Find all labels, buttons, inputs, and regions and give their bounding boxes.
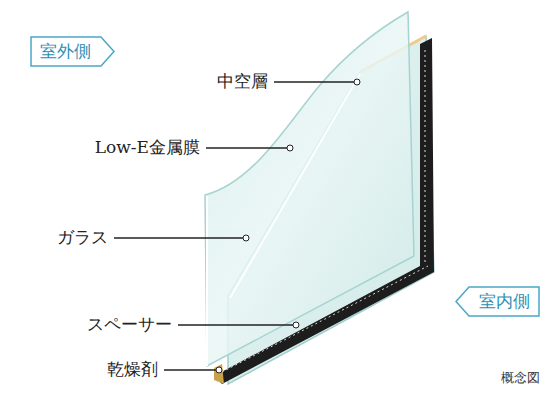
part-label: Low-E金属膜 [95, 137, 200, 157]
tag-shape [456, 287, 539, 316]
part-label: 中空層 [217, 71, 268, 91]
leader-dot [354, 79, 360, 85]
figure-note: 概念図 [501, 370, 540, 386]
leader-line [164, 369, 216, 371]
location-tag: 室外側 [30, 36, 115, 67]
part-label: 乾燥剤 [107, 359, 158, 379]
leader-dot [216, 367, 222, 373]
spacer-dots [425, 50, 426, 262]
lowe-edge [230, 74, 360, 298]
leader-dot [243, 235, 249, 241]
tag-text: 室外側 [40, 41, 91, 61]
tag-text: 室内側 [479, 291, 530, 311]
leader-dots [216, 79, 360, 373]
tag-shape [31, 37, 114, 66]
outer-pane [205, 12, 414, 366]
leader-dot [293, 322, 299, 328]
leader-line [206, 147, 287, 149]
leader-dot [287, 145, 293, 151]
leader-line [178, 324, 293, 326]
spacer-dots [222, 266, 428, 372]
location-tag: 室内側 [455, 286, 540, 317]
part-label: スペーサー [87, 314, 172, 334]
leader-line [114, 237, 243, 239]
leader-line [274, 81, 355, 83]
part-label: ガラス [57, 227, 108, 247]
desiccant [214, 364, 224, 384]
pane-edge-highlight [206, 196, 208, 366]
